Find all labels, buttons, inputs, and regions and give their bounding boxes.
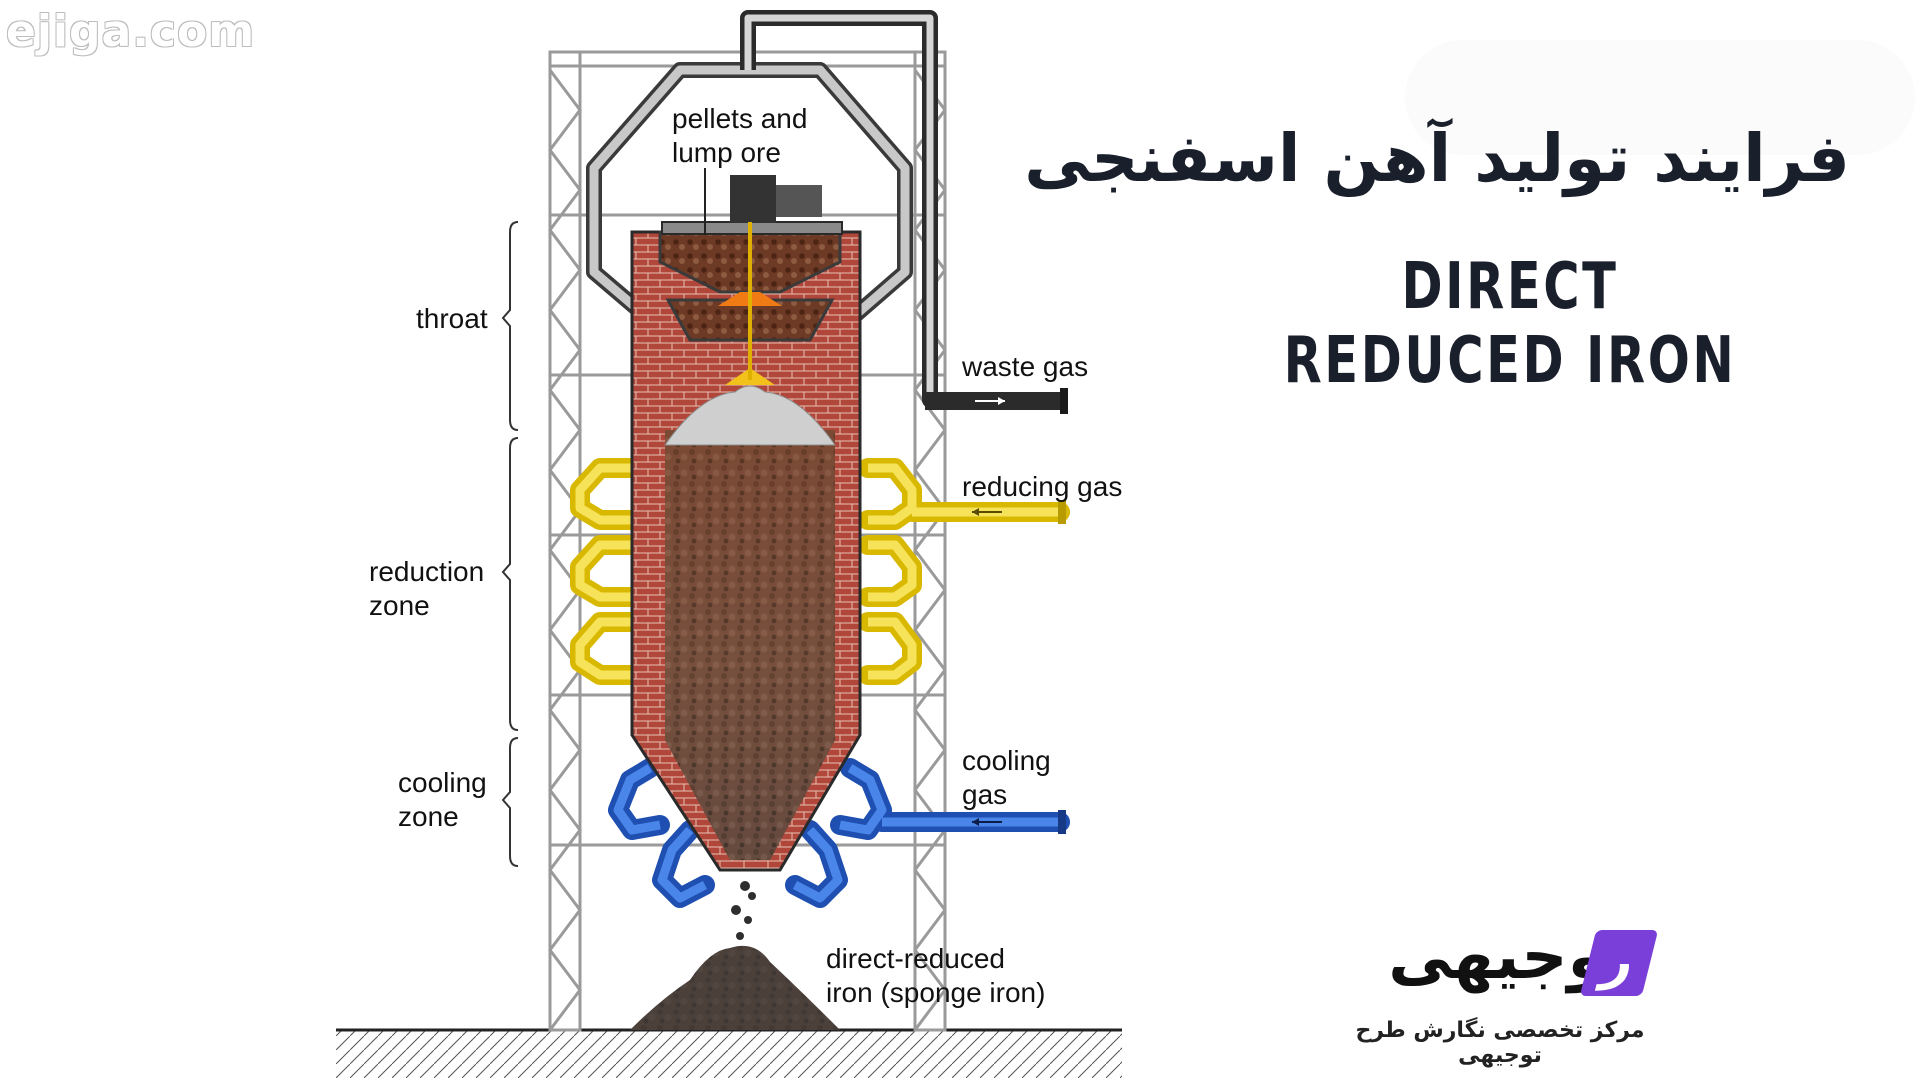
reducing-gas-pipes-hl bbox=[575, 463, 1060, 680]
persian-title: فرایند تولید آهن اسفنجی bbox=[1024, 120, 1850, 197]
cooling-gas-line-1: cooling bbox=[962, 745, 1051, 776]
ground-hatch bbox=[336, 1030, 1122, 1078]
pellet-heap bbox=[664, 385, 836, 446]
reduction-zone-line-2: zone bbox=[369, 590, 430, 621]
cooling-gas-pipes-hl bbox=[613, 764, 1060, 903]
brand-tagline: مرکز تخصصی نگارش طرح توجیهی bbox=[1355, 1018, 1645, 1068]
cooling-gas-arrow bbox=[972, 810, 1066, 834]
feed-label-line-1: pellets and bbox=[672, 103, 808, 134]
product-label-line-1: direct-reduced bbox=[826, 943, 1005, 974]
sponge-iron-pile-texture bbox=[630, 945, 840, 1030]
steel-frame bbox=[548, 50, 947, 1032]
cooling-gas-label: cooling gas bbox=[962, 744, 1051, 812]
discharge-granules bbox=[731, 881, 756, 940]
reducing-gas-label: reducing gas bbox=[962, 471, 1123, 502]
feed-label-line-2: lump ore bbox=[672, 137, 781, 168]
product-label-line-2: iron (sponge iron) bbox=[826, 977, 1046, 1008]
cooling-zone-line-2: zone bbox=[398, 801, 459, 832]
reduction-zone-label: reduction zone bbox=[369, 555, 484, 623]
waste-gas-pipe bbox=[925, 388, 1068, 414]
background-card bbox=[1405, 40, 1915, 155]
feed-label: pellets and lump ore bbox=[672, 102, 807, 170]
cooling-zone-line-1: cooling bbox=[398, 767, 487, 798]
waste-gas-label: waste gas bbox=[962, 351, 1089, 382]
cooling-gas-line-2: gas bbox=[962, 779, 1008, 810]
cooling-zone-label: cooling zone bbox=[398, 766, 487, 834]
product-label: direct-reduced iron (sponge iron) bbox=[826, 942, 1045, 1010]
reducing-gas-arrow bbox=[972, 500, 1066, 524]
feed-motor-housing bbox=[776, 185, 822, 217]
reduction-zone-line-1: reduction bbox=[369, 556, 485, 587]
english-title: DIRECT REDUCED IRON bbox=[1283, 250, 1737, 398]
zone-braces bbox=[501, 221, 519, 867]
watermark: ejiga.com bbox=[6, 6, 256, 57]
burden-column bbox=[665, 430, 835, 860]
feed-motor bbox=[730, 175, 776, 223]
throat-label: throat bbox=[416, 303, 488, 334]
